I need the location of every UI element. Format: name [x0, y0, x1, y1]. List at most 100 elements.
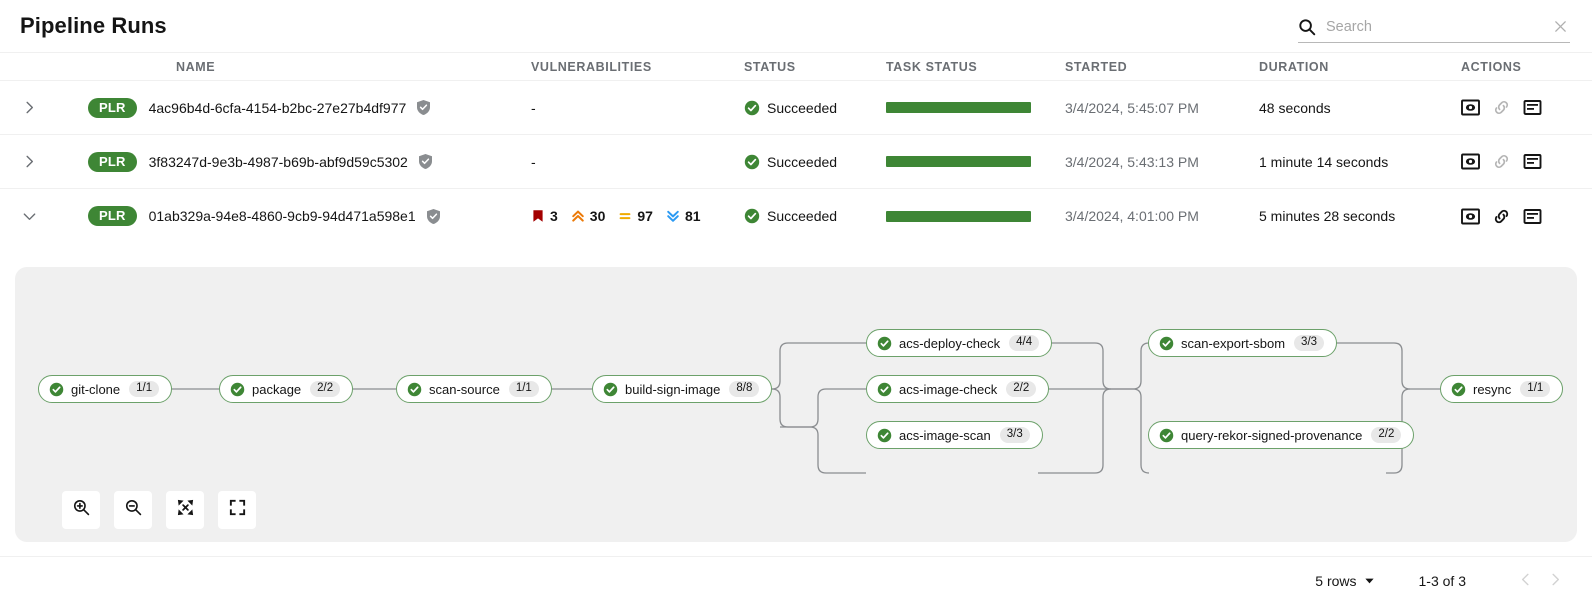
link-icon[interactable] — [1492, 98, 1511, 117]
node-label: git-clone — [71, 381, 121, 397]
search-box[interactable] — [1298, 11, 1570, 43]
view-output-icon[interactable] — [1461, 98, 1480, 117]
node-label: query-rekor-signed-provenance — [1181, 427, 1363, 443]
node-task-count: 2/2 — [310, 380, 341, 398]
vulnerabilities-empty: - — [531, 153, 536, 170]
started-time: 3/4/2024, 4:01:00 PM — [1065, 208, 1199, 224]
node-task-count: 2/2 — [1006, 380, 1037, 398]
row-expand-toggle[interactable] — [0, 154, 88, 169]
severity-important-icon — [571, 209, 585, 223]
run-name[interactable]: 4ac96b4d-6cfa-4154-b2bc-27e27b4df977 — [148, 99, 407, 116]
node-label: resync — [1473, 381, 1512, 397]
view-output-icon[interactable] — [1461, 207, 1480, 226]
node-task-count: 1/1 — [1520, 380, 1551, 398]
graph-node-git-clone[interactable]: git-clone 1/1 — [38, 375, 173, 403]
view-output-icon[interactable] — [1461, 152, 1480, 171]
page-header: Pipeline Runs — [0, 0, 1592, 52]
rows-per-page-select[interactable]: 5 rows — [1315, 573, 1374, 589]
node-task-count: 3/3 — [1294, 334, 1325, 352]
link-icon[interactable] — [1492, 207, 1511, 226]
graph-node-build-sign-image[interactable]: build-sign-image 8/8 — [592, 375, 773, 403]
check-circle-icon — [877, 336, 892, 351]
node-label: acs-image-scan — [899, 427, 991, 443]
graph-node-scan-export-sbom[interactable]: scan-export-sbom 3/3 — [1148, 329, 1338, 357]
logs-icon[interactable] — [1523, 152, 1542, 171]
check-circle-icon — [1451, 382, 1466, 397]
duration-text: 5 minutes 28 seconds — [1259, 208, 1396, 224]
zoom-in-icon — [72, 498, 91, 522]
check-circle-icon — [1159, 336, 1174, 351]
node-task-count: 1/1 — [129, 380, 160, 398]
graph-node-package[interactable]: package 2/2 — [219, 375, 354, 403]
fit-view-button[interactable] — [166, 491, 204, 529]
severity-critical-icon — [531, 209, 545, 223]
chevron-right-icon[interactable] — [22, 100, 88, 115]
check-circle-icon — [407, 382, 422, 397]
node-label: package — [252, 381, 302, 397]
run-name[interactable]: 01ab329a-94e8-4860-9cb9-94d471a598e1 — [148, 208, 416, 224]
graph-node-acs-deploy-check[interactable]: acs-deploy-check 4/4 — [866, 329, 1053, 357]
plr-badge: PLR — [88, 97, 137, 118]
next-page-button[interactable] — [1540, 566, 1570, 596]
chevron-right-icon — [1548, 572, 1563, 590]
rows-per-page-label: 5 rows — [1315, 572, 1357, 589]
graph-node-resync[interactable]: resync 1/1 — [1440, 375, 1564, 403]
chevron-left-icon — [1518, 572, 1533, 590]
graph-node-query-rekor-signed-provenance[interactable]: query-rekor-signed-provenance 2/2 — [1148, 421, 1415, 449]
vulnerabilities-empty: - — [531, 99, 536, 116]
check-circle-icon — [49, 382, 64, 397]
page-title: Pipeline Runs — [20, 13, 167, 38]
check-circle-icon — [744, 100, 760, 116]
check-circle-icon — [744, 154, 760, 170]
check-circle-icon — [877, 382, 892, 397]
severity-moderate-icon — [618, 209, 632, 223]
check-circle-icon — [1159, 428, 1174, 443]
pipeline-runs-table: NAME VULNERABILITIES STATUS TASK STATUS … — [0, 52, 1592, 243]
chevron-down-icon[interactable] — [22, 209, 88, 224]
node-label: scan-source — [429, 381, 500, 397]
table-header-row: NAME VULNERABILITIES STATUS TASK STATUS … — [0, 52, 1592, 81]
table-row[interactable]: PLR 3f83247d-9e3b-4987-b69b-abf9d59c5302… — [0, 135, 1592, 189]
pipeline-graph-panel[interactable]: git-clone 1/1 package 2/2 scan-source 1/… — [15, 267, 1577, 542]
severity-low-icon — [666, 209, 680, 223]
expand-arrows-icon — [176, 498, 195, 522]
row-expand-toggle[interactable] — [0, 100, 88, 115]
column-header-vulnerabilities: VULNERABILITIES — [531, 59, 652, 74]
logs-icon[interactable] — [1523, 98, 1542, 117]
chevron-right-icon[interactable] — [22, 154, 88, 169]
table-row[interactable]: PLR 4ac96b4d-6cfa-4154-b2bc-27e27b4df977… — [0, 81, 1592, 135]
fullscreen-button[interactable] — [218, 491, 256, 529]
started-time: 3/4/2024, 5:45:07 PM — [1065, 99, 1199, 116]
column-header-duration: DURATION — [1259, 59, 1329, 74]
vuln-critical: 3 — [531, 208, 558, 224]
node-label: scan-export-sbom — [1181, 335, 1286, 351]
graph-node-scan-source[interactable]: scan-source 1/1 — [396, 375, 552, 403]
row-expand-toggle[interactable] — [0, 209, 88, 224]
logs-icon[interactable] — [1523, 207, 1542, 226]
pagination-range: 1-3 of 3 — [1418, 572, 1466, 589]
vulnerability-counts: 3 30 97 81 — [531, 208, 744, 224]
link-icon[interactable] — [1492, 152, 1511, 171]
zoom-out-button[interactable] — [114, 491, 152, 529]
search-input[interactable] — [1326, 13, 1550, 40]
check-circle-icon — [744, 208, 760, 224]
table-row[interactable]: PLR 01ab329a-94e8-4860-9cb9-94d471a598e1… — [0, 189, 1592, 243]
graph-node-acs-image-check[interactable]: acs-image-check 2/2 — [866, 375, 1050, 403]
node-task-count: 4/4 — [1009, 334, 1040, 352]
vuln-important: 30 — [571, 208, 605, 224]
vuln-low: 81 — [666, 208, 701, 224]
column-header-status: STATUS — [744, 59, 796, 74]
close-icon[interactable] — [1550, 17, 1570, 37]
plr-badge: PLR — [88, 151, 137, 172]
graph-node-acs-image-scan[interactable]: acs-image-scan 3/3 — [866, 421, 1043, 449]
zoom-in-button[interactable] — [62, 491, 100, 529]
started-time: 3/4/2024, 5:43:13 PM — [1065, 153, 1199, 170]
run-name[interactable]: 3f83247d-9e3b-4987-b69b-abf9d59c5302 — [148, 153, 408, 170]
node-task-count: 8/8 — [729, 380, 760, 398]
zoom-out-icon — [124, 498, 143, 522]
status-text: Succeeded — [767, 99, 838, 116]
duration-text: 48 seconds — [1259, 99, 1331, 116]
column-header-name: NAME — [176, 59, 216, 74]
shield-check-icon — [417, 153, 434, 170]
prev-page-button[interactable] — [1510, 566, 1540, 596]
